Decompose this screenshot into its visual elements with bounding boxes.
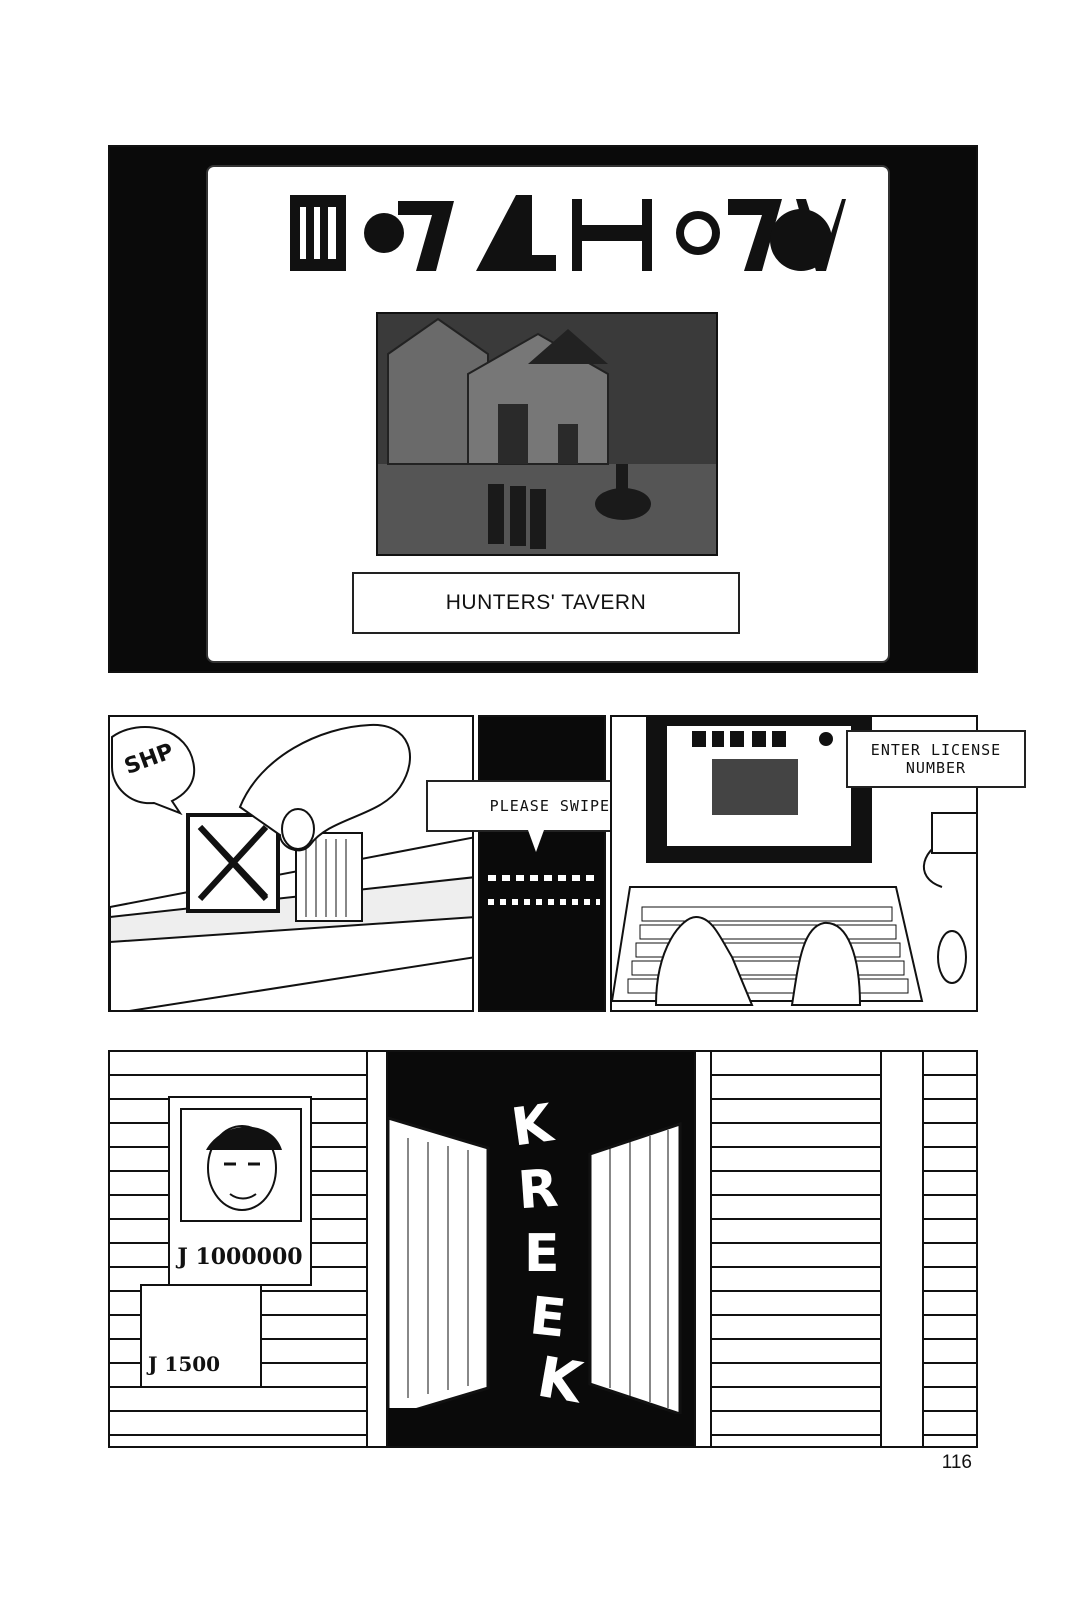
sfx-kreek-r: R <box>515 1158 561 1222</box>
swinging-door-left <box>386 1115 490 1408</box>
monitor-screen: HUNTERS' TAVERN <box>206 165 890 663</box>
panel-tavern-doors: J 1000000 J 1500 K R E E K <box>108 1050 978 1448</box>
prompt-line-2: NUMBER <box>905 759 967 777</box>
sfx-kreek-k1: K <box>508 1093 557 1159</box>
panel-prompt <box>478 715 606 1012</box>
poster-bounty-1: J 1000000 <box>177 1244 303 1270</box>
poster-bounty-2: J 1500 <box>148 1352 221 1376</box>
screen-glow-line-2 <box>488 899 600 905</box>
porch-post <box>880 1052 924 1446</box>
poster-face-illustration <box>180 1108 302 1222</box>
dot-icon <box>770 209 832 271</box>
sfx-kreek-e2: E <box>526 1286 569 1350</box>
swinging-door-right <box>588 1121 682 1414</box>
wanted-poster-2: J 1500 <box>140 1284 262 1388</box>
wanted-poster-1: J 1000000 <box>168 1096 312 1286</box>
panel-card-swipe: SHP <box>108 715 474 1012</box>
tavern-name-label: HUNTERS' TAVERN <box>352 572 740 634</box>
speech-bubble <box>111 726 196 816</box>
right-wall <box>700 1052 976 1446</box>
enter-license-prompt: ENTER LICENSE NUMBER <box>846 730 1026 788</box>
right-door-frame <box>694 1052 712 1446</box>
computer-illustration <box>612 717 976 1006</box>
hunter-script-logo <box>290 195 846 271</box>
caption-tail <box>528 830 544 852</box>
card-swipe-illustration <box>110 723 472 1010</box>
screen-glow-line-1 <box>488 875 600 881</box>
page-number: 116 <box>941 1452 972 1473</box>
prompt-line-1: ENTER LICENSE <box>870 741 1002 759</box>
panel-screen: HUNTERS' TAVERN <box>108 145 978 673</box>
sfx-kreek-e1: E <box>524 1224 560 1284</box>
tavern-illustration <box>376 312 718 556</box>
